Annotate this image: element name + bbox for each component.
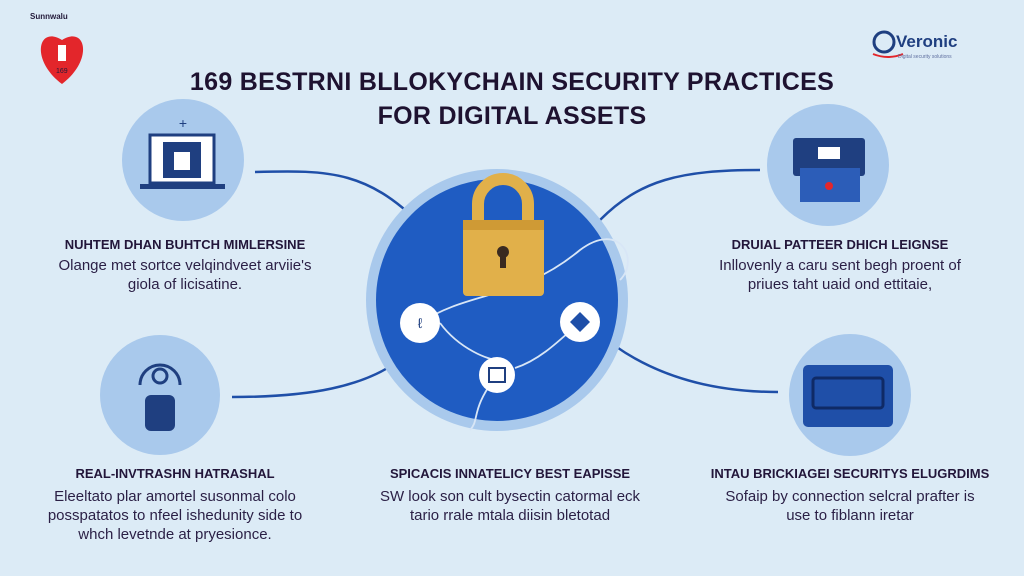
body-line: priues taht uaid ond ettitaie, [747,276,933,293]
icon-circle-user [100,335,220,455]
body-line: tario rrale mtala diisin bletotad [409,507,611,524]
section-heading: SPICACIS INNATELICY BEST EAPISSE [389,466,631,481]
section-heading: REAL-INVTRASHN HATRASHAL [75,466,275,481]
section-top-left: NUHTEM DHAN BUHTCH MIMLERSINE Olange met… [20,237,350,294]
body-line: use to fiblann iretar [786,507,914,524]
body-line: Sofaip by connection selcral prafter is [725,488,975,505]
center-circle [376,179,618,421]
logo-left-text: Sunnwalu [30,12,68,21]
body-line: posspatatos to nfeel ishedunity side to [47,507,303,524]
body-line: Eleeltato plar amortel susonmal colo [54,488,296,505]
body-line: Inllovenly a caru sent begh proent of [719,257,961,274]
section-bottom-left: REAL-INVTRASHN HATRASHAL Eleeltato plar … [20,466,330,544]
svg-text:ℓ: ℓ [418,315,423,331]
logo-right-mark [872,30,904,58]
logo-left-sub: 169 [56,68,68,75]
padlock-icon [463,173,544,296]
section-heading: NUHTEM DHAN BUHTCH MIMLERSINE [64,237,306,252]
logo-right-tagline: Digital security solutions [898,54,952,60]
connector-top-right [599,168,761,221]
section-body: Sofaip by connection selcral prafter is … [690,487,1010,525]
logo-left-heart [40,36,84,84]
node-icons: ℓ [400,302,600,393]
page-title-line2: FOR DIGITAL ASSETS [377,102,647,130]
section-top-right: DRUIAL PATTEER DHICH LEIGNSE Inllovenly … [680,237,1000,294]
section-body: Inllovenly a caru sent begh proent of pr… [680,256,1000,294]
connector-bottom-right [594,329,779,394]
icon-circle-toolbox [789,334,911,456]
section-body: Eleeltato plar amortel susonmal colo pos… [20,487,330,544]
body-line: SW look son cult bysectin catormal eck [379,488,641,505]
section-heading: INTAU BRICKIAGEI SECURITYS ELUGRDIMS [710,466,990,481]
body-line: giola of licisatine. [127,276,243,293]
svg-text:+: + [179,115,187,131]
section-bottom-center: SPICACIS INNATELICY BEST EAPISSE SW look… [350,466,670,525]
body-line: Olange met sortce velqindveet arviie's [58,257,312,274]
section-body: Olange met sortce velqindveet arviie's g… [20,256,350,294]
icon-circle-laptop: + [122,99,244,221]
section-bottom-right: INTAU BRICKIAGEI SECURITYS ELUGRDIMS Sof… [690,466,1010,525]
page-title-line1: 169 BESTRNI BLLOKYCHAIN SECURITY PRACTIC… [189,68,835,96]
icon-circle-wallet [767,104,889,226]
section-heading: DRUIAL PATTEER DHICH LEIGNSE [731,237,949,252]
section-body: SW look son cult bysectin catormal eck t… [350,487,670,525]
logo-right-name: Veronic [896,32,958,51]
body-line: whch levetnde at pryesionce. [78,526,272,543]
